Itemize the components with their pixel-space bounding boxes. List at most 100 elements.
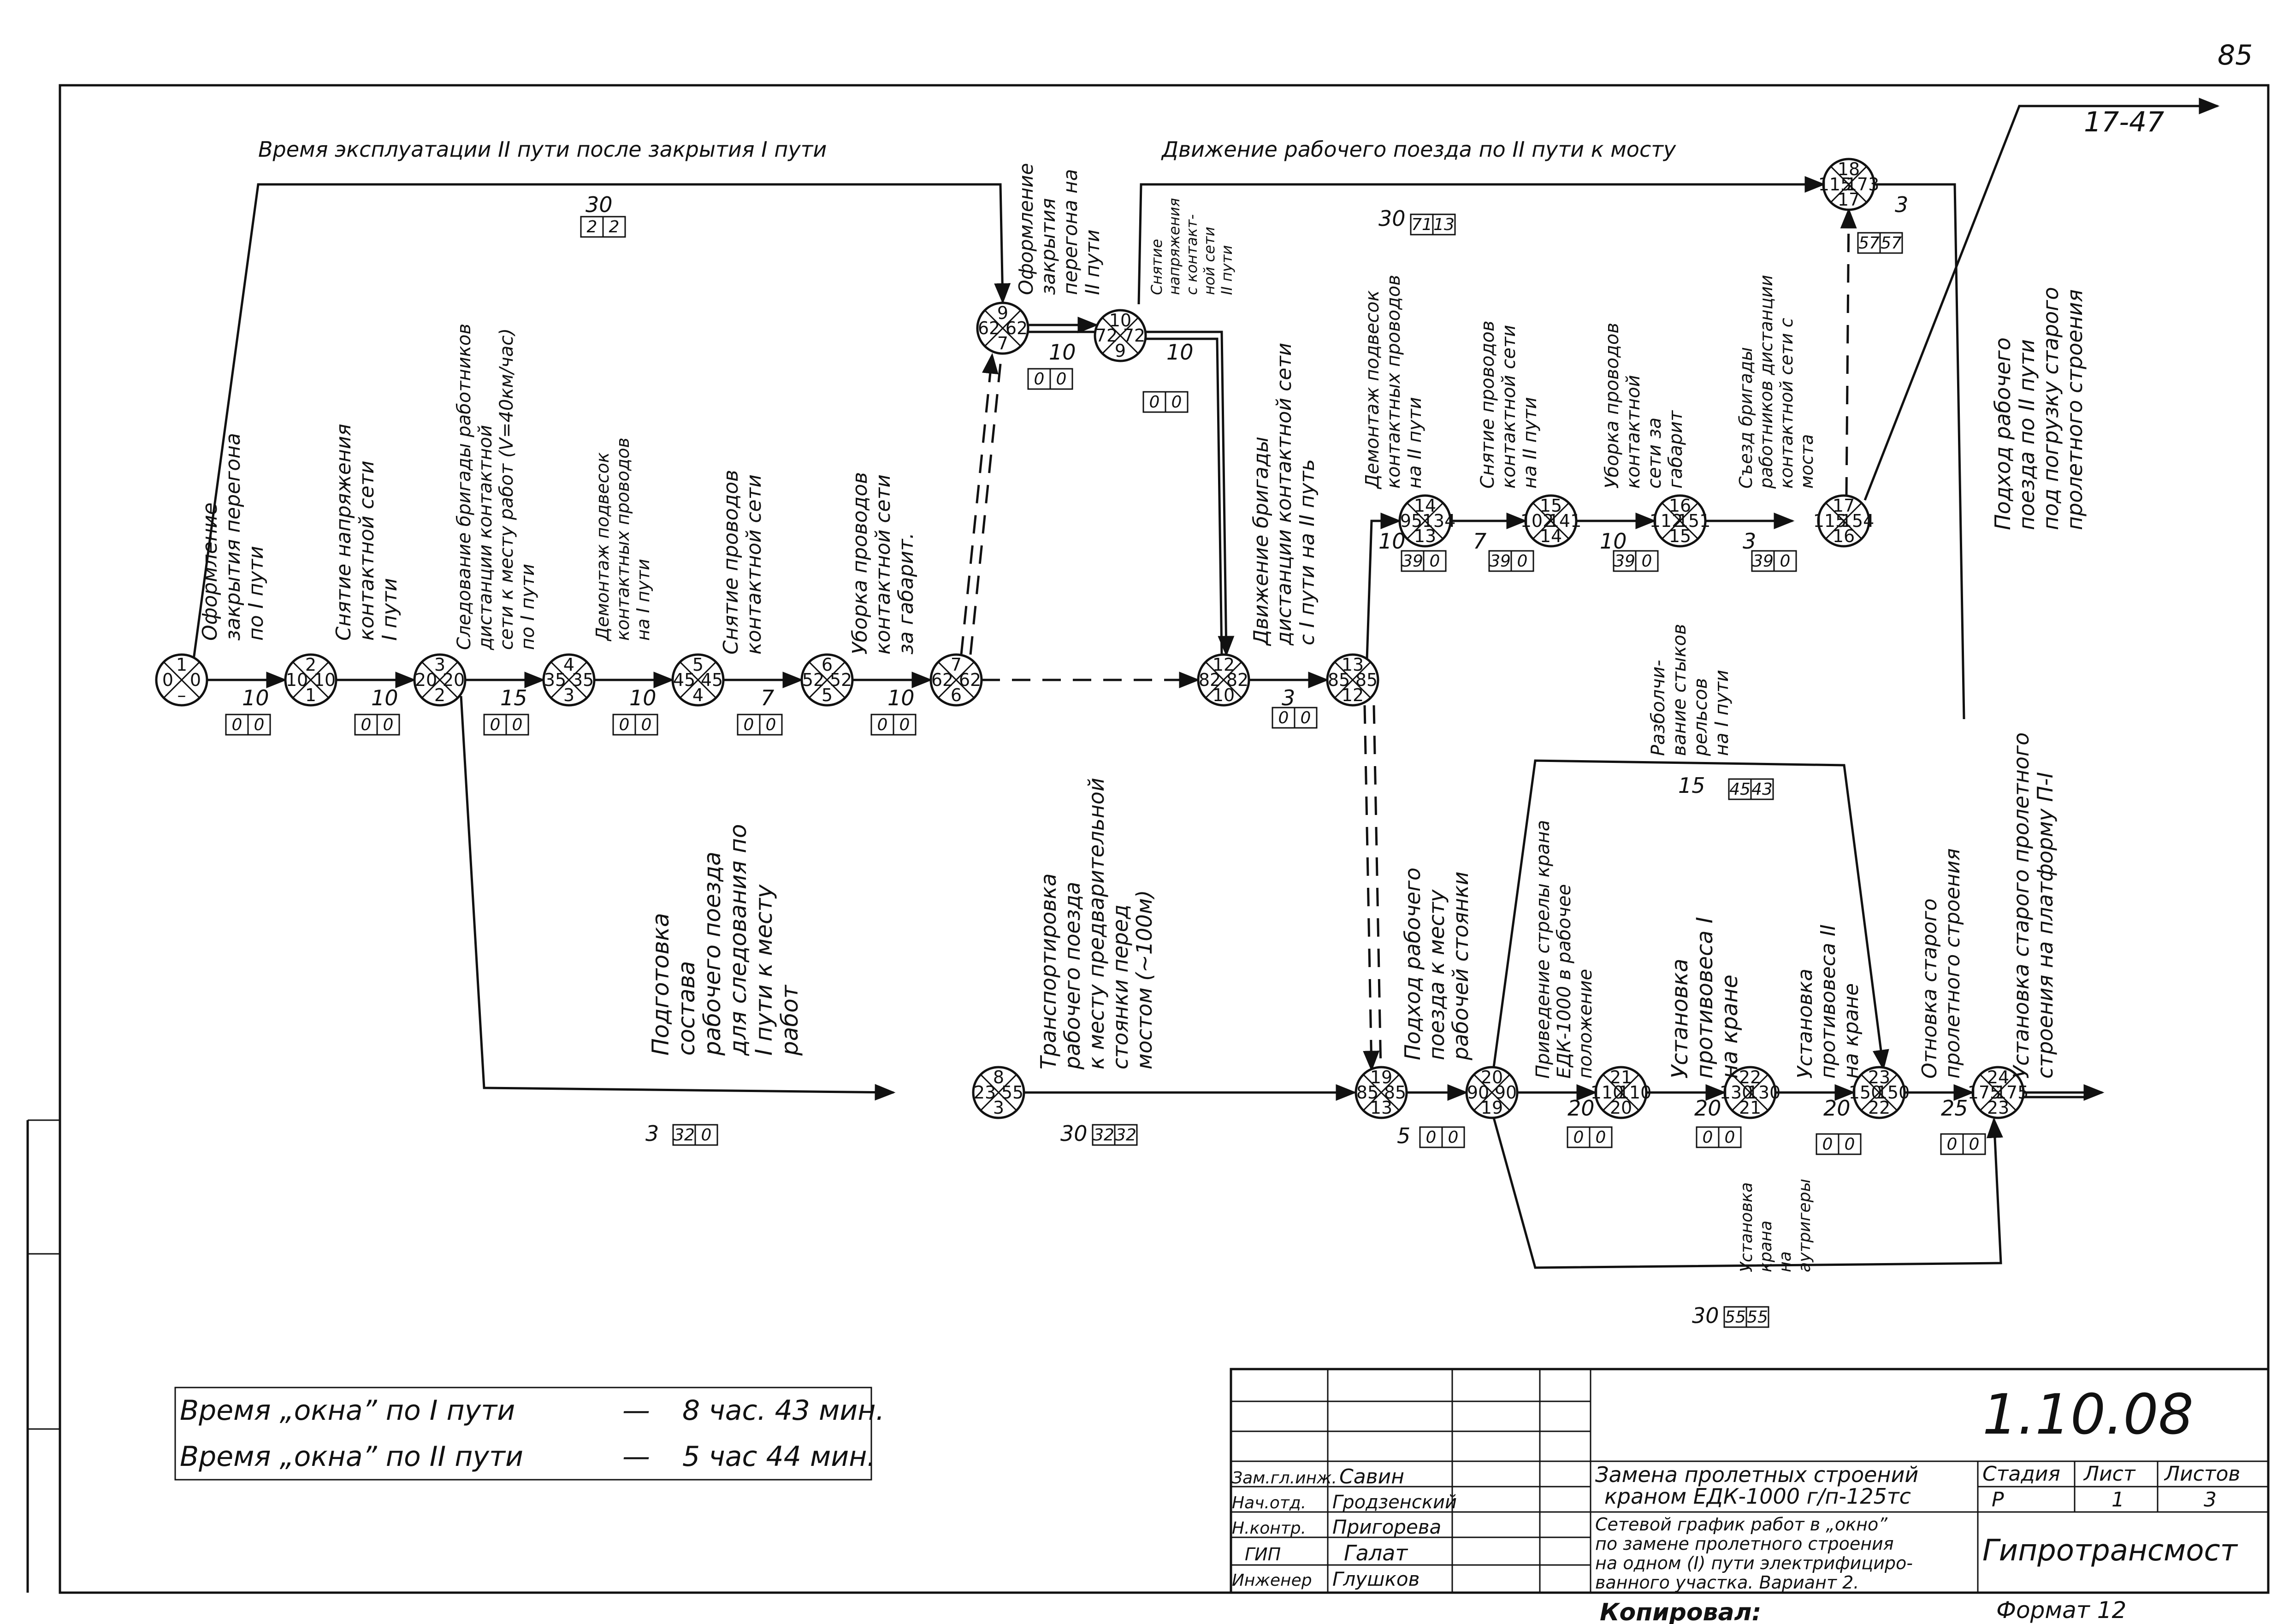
node-predecessor: 12 bbox=[1342, 685, 1364, 705]
duration-label: 30 bbox=[1378, 206, 1406, 231]
activity-line: по І пути bbox=[517, 564, 538, 650]
node-early-time: 115 bbox=[1813, 511, 1847, 531]
node-number: 22 bbox=[1739, 1067, 1761, 1087]
activity-line: І пути bbox=[378, 578, 402, 641]
activity-line: сети за bbox=[1644, 418, 1665, 489]
activity-line: перегона на bbox=[1059, 169, 1082, 295]
reserve-value: 57 bbox=[1881, 234, 1902, 253]
activity-line: І пути к месту bbox=[751, 884, 777, 1056]
node-divider bbox=[292, 661, 329, 698]
reserve-value: 0 bbox=[877, 715, 888, 734]
reserve-value: 57 bbox=[1858, 234, 1880, 253]
role-name: Галат bbox=[1344, 1541, 1408, 1565]
reserve-value: 0 bbox=[1171, 393, 1182, 412]
node-predecessor: 2 bbox=[434, 685, 445, 705]
node-late-time: 90 bbox=[1495, 1082, 1517, 1103]
node-divider bbox=[680, 661, 716, 698]
duration-label: 3 bbox=[645, 1121, 659, 1146]
reserve-value: 0 bbox=[1056, 370, 1067, 389]
activity-line: Подход рабочего bbox=[1990, 337, 2015, 530]
reserve-value: 0 bbox=[1426, 1128, 1437, 1147]
activity-line: для следования по bbox=[725, 824, 751, 1056]
activity-line: на bbox=[1776, 1251, 1795, 1272]
window-time-value: 8 час. 43 мин. bbox=[682, 1394, 885, 1427]
node-early-time: 112 bbox=[1650, 511, 1683, 531]
node-divider bbox=[1363, 1074, 1400, 1111]
reserve-value: 0 bbox=[1430, 552, 1440, 571]
node-late-time: 72 bbox=[1123, 325, 1145, 346]
activity-line: под погрузку старого bbox=[2038, 287, 2063, 530]
role-name: Савин bbox=[1339, 1465, 1404, 1488]
activity-line: поезда к месту bbox=[1424, 889, 1449, 1060]
node-divider bbox=[1334, 661, 1371, 698]
reserve-value: 0 bbox=[1278, 709, 1289, 727]
node-predecessor: 6 bbox=[951, 685, 962, 705]
activity-line: контактной bbox=[1623, 375, 1644, 489]
reserve-value: 0 bbox=[1703, 1128, 1713, 1147]
node-number: 2 bbox=[305, 655, 316, 675]
reserve-value: 0 bbox=[1517, 552, 1528, 571]
node-early-time: 85 bbox=[1356, 1082, 1378, 1103]
reserve-value: 0 bbox=[641, 715, 652, 734]
node-number: 24 bbox=[1987, 1067, 2009, 1087]
title-line: краном ЕДК-1000 г/п-125тс bbox=[1604, 1484, 1911, 1509]
activity-line: на І пути bbox=[633, 559, 653, 641]
activity-line: Установка bbox=[1667, 959, 1693, 1079]
node-number: 20 bbox=[1481, 1067, 1503, 1087]
activity-line: ІІ пути bbox=[1218, 245, 1236, 295]
reserve-value: 32 bbox=[1093, 1126, 1114, 1145]
activity-line: за габарит. bbox=[894, 532, 918, 655]
activity-line: работников дистанции bbox=[1756, 275, 1776, 489]
reserve-value: 0 bbox=[1725, 1128, 1735, 1147]
reserve-value: 0 bbox=[766, 715, 776, 734]
node-late-time: 154 bbox=[1841, 511, 1875, 531]
node-early-time: 90 bbox=[1467, 1082, 1489, 1103]
node-predecessor: 17 bbox=[1838, 189, 1860, 210]
duration-label: 10 bbox=[1600, 529, 1627, 554]
node-late-time: 62 bbox=[959, 670, 981, 690]
reserve-value: 0 bbox=[899, 715, 910, 734]
node-predecessor: 22 bbox=[1868, 1098, 1890, 1118]
activity-line: контактной сети bbox=[871, 474, 895, 655]
node-divider bbox=[1980, 1074, 2017, 1111]
organization: Гипротрансмост bbox=[1982, 1534, 2238, 1568]
node-late-time: 173 bbox=[1846, 174, 1880, 195]
node-late-time: 55 bbox=[1001, 1082, 1023, 1103]
reserve-value: 2 bbox=[587, 218, 597, 236]
node-early-time: 85 bbox=[1328, 670, 1350, 690]
node-number: 16 bbox=[1669, 496, 1691, 516]
activity-line: на кране bbox=[1717, 974, 1743, 1079]
reserve-value: 0 bbox=[232, 715, 243, 734]
reserve-value: 0 bbox=[1573, 1128, 1584, 1147]
activity-line: контактной сети с bbox=[1776, 318, 1797, 489]
reserve-value: 39 bbox=[1402, 552, 1423, 571]
activity-line: Приведение стрелы крана bbox=[1532, 820, 1554, 1079]
duration-label: 5 bbox=[1397, 1123, 1410, 1148]
activity-line: крана bbox=[1757, 1221, 1775, 1272]
duration-label: 30 bbox=[1692, 1303, 1719, 1328]
node-predecessor: 13 bbox=[1414, 526, 1436, 546]
reserve-value: 39 bbox=[1752, 552, 1774, 571]
